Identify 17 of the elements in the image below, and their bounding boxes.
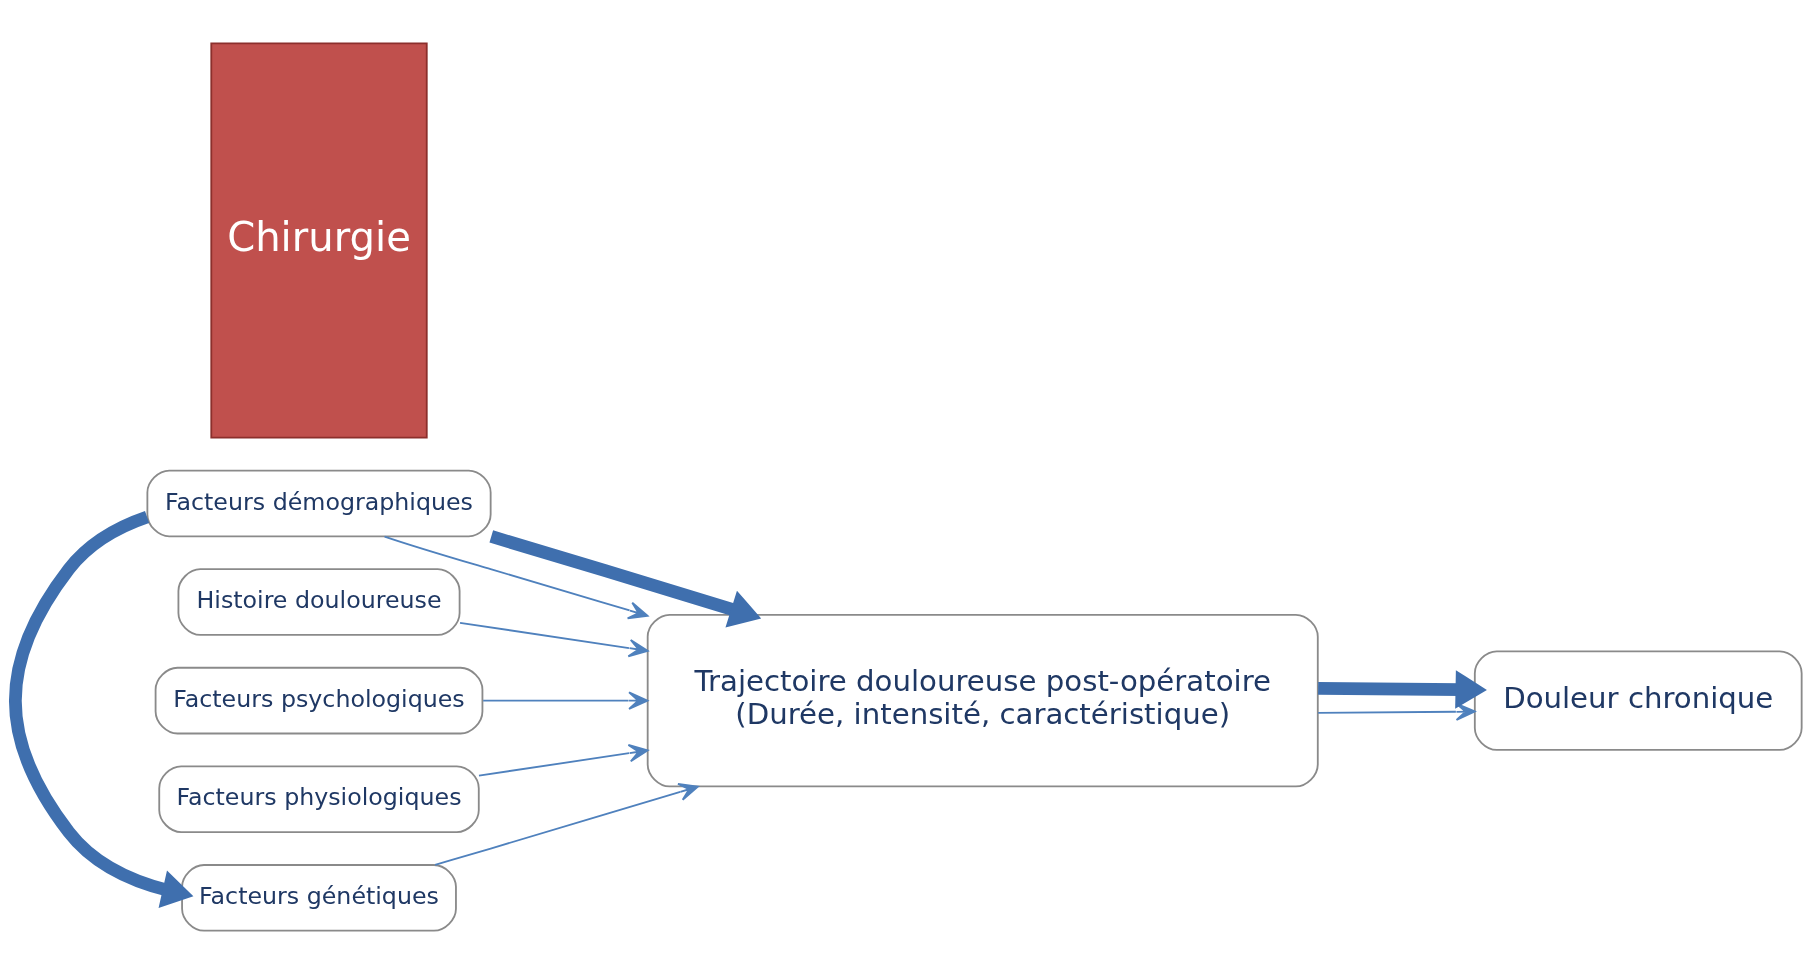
arrow <box>383 535 649 620</box>
node-box: Facteurs physiologiques <box>158 765 480 833</box>
arrow <box>1318 670 1487 709</box>
node-box: Facteurs démographiques <box>146 469 492 538</box>
arrow <box>478 744 649 777</box>
node-box: Facteurs psychologiques <box>154 666 484 735</box>
arrow <box>434 783 699 866</box>
arrow <box>489 530 762 628</box>
node-box: Douleur chronique <box>1473 650 1803 751</box>
arrow <box>9 511 194 908</box>
arrow <box>459 621 649 658</box>
arrow <box>1317 702 1476 721</box>
arrow <box>482 691 649 710</box>
node-box: Trajectoire douloureuse post-opératoire (Durée, intensité, caractéristique) <box>646 613 1319 788</box>
node-box: Chirurgie <box>210 42 428 439</box>
node-box: Facteurs génétiques <box>181 864 457 932</box>
node-box: Histoire douloureuse <box>177 568 461 636</box>
